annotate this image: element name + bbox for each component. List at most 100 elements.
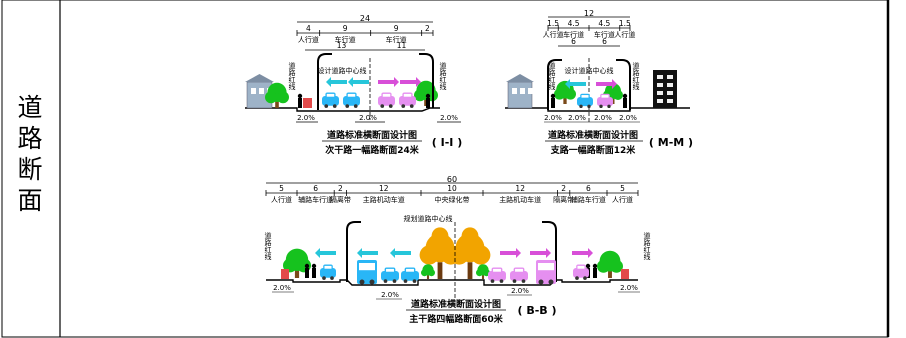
bus-icon (536, 260, 556, 285)
tree-icon (476, 264, 490, 279)
slope-label: 2.0% (511, 287, 529, 295)
lane-label: 辅路车行道 (571, 195, 606, 204)
ground-line (266, 279, 638, 286)
lane-label: 人行道 (614, 30, 635, 39)
slope-label: 2.0% (273, 284, 291, 292)
section-tag: ( B-B ) (517, 304, 556, 317)
arrow-left-icon (357, 248, 378, 258)
car-icon (320, 264, 336, 280)
total-width: 60 (447, 175, 457, 184)
dimension-value: 1.5 (547, 19, 559, 28)
street-lamp-icon (547, 59, 562, 110)
bus-icon (357, 260, 377, 285)
car-icon (510, 267, 528, 283)
pedestrian-icon (592, 263, 598, 278)
slope-label: 2.0% (381, 291, 399, 299)
street-lamp-icon (616, 59, 631, 110)
arrow-left-icon (348, 77, 369, 87)
dimension-value: 13 (337, 41, 347, 50)
slope-label: 2.0% (620, 284, 638, 292)
lane-label: 辅路车行道 (298, 195, 333, 204)
arrow-right-icon (378, 77, 399, 87)
center-line-label: 规划道路中心线 (404, 214, 453, 223)
lane-label: 人行道 (271, 195, 292, 204)
dimension-value: 12 (515, 184, 525, 193)
dimension-value: 4 (306, 24, 311, 33)
lane-label: 隔离带 (330, 195, 351, 204)
dimension-value: 2 (425, 24, 430, 33)
street-lamp-icon (346, 221, 361, 282)
dimension-value: 6 (313, 184, 318, 193)
orange-tree-icon (449, 227, 491, 279)
lane-label: 车行道 (386, 35, 407, 44)
red-line-label: 道路红线 (548, 61, 556, 90)
lane-label: 车行道 (594, 30, 615, 39)
center-line-label: 设计道路中心线 (565, 66, 614, 75)
car-icon (343, 92, 360, 108)
planter (303, 98, 312, 108)
slope-label: 2.0% (297, 114, 315, 122)
arrow-left-icon (326, 77, 347, 87)
lane-label: 车行道 (335, 35, 356, 44)
side-title-char: 断 (17, 155, 43, 184)
dimension-value: 10 (447, 184, 457, 193)
street-lamp-icon (317, 53, 332, 110)
planter (621, 269, 629, 279)
planter (281, 269, 289, 279)
slope-label: 2.0% (440, 114, 458, 122)
car-icon (322, 92, 339, 108)
slope-label: 2.0% (594, 114, 612, 122)
arrow-right-icon (530, 248, 551, 258)
slope-label: 2.0% (619, 114, 637, 122)
arrow-left-icon (565, 79, 586, 89)
arrow-right-icon (572, 248, 593, 258)
dimension-value: 11 (397, 41, 407, 50)
dimension-value: 4.5 (598, 19, 610, 28)
dimension-value: 12 (379, 184, 389, 193)
street-lamp-icon (419, 53, 434, 108)
dimension-value: 6 (586, 184, 591, 193)
building-icon (506, 74, 534, 109)
lane-label: 人行道 (612, 195, 633, 204)
arrow-right-icon (500, 248, 521, 258)
caption-title: 道路标准横断面设计图 (327, 129, 417, 141)
car-icon (378, 92, 395, 108)
red-line-label: 道路红线 (439, 61, 447, 90)
pedestrian-icon (311, 263, 317, 278)
pedestrian-icon (297, 93, 303, 108)
dimension-value: 5 (279, 184, 284, 193)
street-lamp-icon (542, 221, 557, 282)
pedestrian-icon (304, 263, 310, 278)
dimension-value: 5 (620, 184, 625, 193)
tree-icon (421, 264, 435, 279)
red-line-label: 道路红线 (632, 61, 640, 90)
pedestrian-icon (622, 93, 628, 108)
lane-label: 车行道 (563, 30, 584, 39)
lane-label: 人行道 (298, 35, 319, 44)
caption-title: 道路标准横断面设计图 (411, 298, 501, 310)
section-B-B: 60 5 人行道 6 辅路车行道 2 隔离带 12 主路机动车道 10 中央绿化带 12 主路机动车道 2… (264, 175, 651, 325)
lane-label: 主路机动车道 (363, 195, 405, 204)
caption-subtitle: 次干路一幅路断面24米 (325, 144, 420, 156)
red-line-label: 道路红线 (264, 231, 272, 260)
side-title-char: 路 (17, 124, 43, 153)
car-icon (573, 264, 589, 280)
lane-label: 中央绿化带 (435, 195, 470, 204)
caption-title: 道路标准横断面设计图 (548, 129, 638, 141)
slope-label: 2.0% (544, 114, 562, 122)
dimension-value: 6 (571, 37, 576, 46)
lane-label: 主路机动车道 (499, 195, 541, 204)
car-icon (597, 93, 613, 109)
dimension-value: 4.5 (568, 19, 580, 28)
building-icon (653, 70, 677, 108)
lane-label: 隔离带 (553, 195, 574, 204)
dimension-value: 2 (338, 184, 343, 193)
arrow-right-icon (400, 77, 421, 87)
dimension-value: 6 (602, 37, 607, 46)
caption-subtitle: 支路一幅路断面12米 (550, 144, 637, 156)
arrow-right-icon (596, 79, 617, 89)
slope-label: 2.0% (568, 114, 586, 122)
total-width: 24 (360, 14, 370, 23)
